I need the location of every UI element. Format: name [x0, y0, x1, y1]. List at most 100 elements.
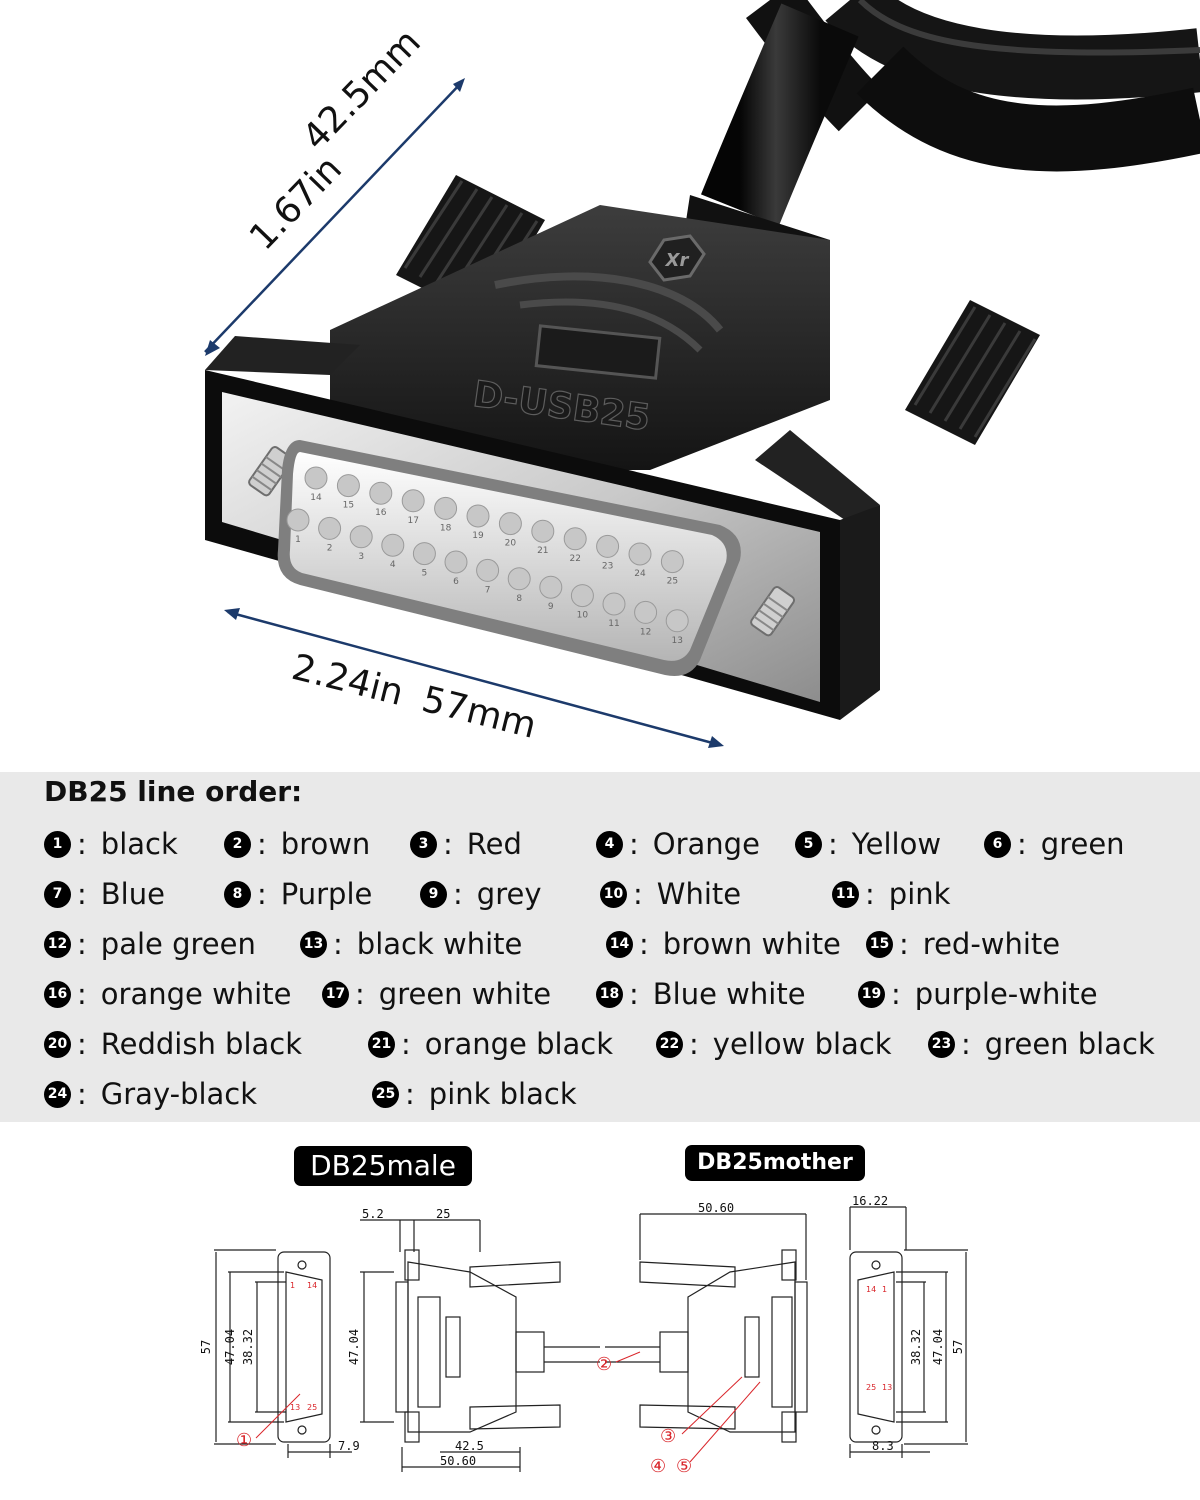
brand-mark: Xr — [665, 250, 690, 271]
dim-mother-height: 57 — [951, 1340, 965, 1354]
dim-mother-length: 50.60 — [698, 1201, 734, 1215]
wire-color-label: purple-white — [914, 977, 1098, 1011]
pin-hole — [369, 481, 393, 505]
dim-flange: 5.2 — [362, 1207, 384, 1221]
mother-front-dims: 16.22 38.32 47.04 57 8.3 14 1 25 13 — [852, 1194, 965, 1453]
pin-number: 18 — [440, 523, 452, 533]
dim-male-height: 57 — [199, 1340, 213, 1354]
pin-hole — [634, 600, 658, 624]
line-order-item: 10:White — [600, 877, 741, 911]
pin-label-13: 13 — [290, 1403, 300, 1412]
separator: : — [899, 927, 909, 961]
pin-number-badge: 16 — [44, 980, 71, 1008]
separator: : — [891, 977, 901, 1011]
pin-number: 11 — [608, 619, 619, 629]
pin-label-m1: 1 — [882, 1285, 887, 1294]
pin-hole — [466, 504, 490, 528]
pin-number: 6 — [453, 577, 459, 587]
pin-number: 22 — [569, 554, 580, 564]
pin-hole — [304, 466, 328, 490]
separator: : — [633, 877, 643, 911]
wire-color-label: Orange — [652, 827, 760, 861]
male-side-view — [360, 1219, 600, 1472]
separator: : — [333, 927, 343, 961]
line-order-item: 16:orange white — [44, 977, 291, 1011]
connector-illustration: Xr D-USB25 — [204, 0, 1200, 748]
wire-color-label: red-white — [922, 927, 1061, 961]
wire-color-label: black white — [356, 927, 523, 961]
wire-color-label: Gray-black — [100, 1077, 258, 1111]
separator: : — [629, 827, 639, 861]
pin-number-badge: 15 — [866, 930, 893, 958]
pin-hole — [318, 516, 342, 540]
separator: : — [639, 927, 649, 961]
pin-number-badge: 9 — [420, 880, 447, 908]
callout-leaders — [255, 1351, 761, 1463]
line-order-item: 1:black — [44, 827, 178, 861]
dim-mother-inner2: 38.32 — [909, 1329, 923, 1365]
wire-color-label: Purple — [280, 877, 373, 911]
pin-hole — [401, 489, 425, 513]
pin-label-25: 25 — [307, 1403, 317, 1412]
wire-color-label: orange black — [424, 1027, 614, 1061]
pin-label-m14: 14 — [866, 1285, 876, 1294]
connector-hood: Xr D-USB25 — [330, 205, 830, 470]
separator: : — [1017, 827, 1027, 861]
pin-number: 1 — [295, 535, 301, 545]
line-order-item: 17:green white — [322, 977, 551, 1011]
line-order-item: 8:Purple — [224, 877, 372, 911]
line-order-item: 3:Red — [410, 827, 522, 861]
dim-mother-depth: 8.3 — [872, 1439, 894, 1453]
pin-number-badge: 14 — [606, 930, 633, 958]
pin-label-1: 1 — [290, 1281, 295, 1290]
line-order-item: 7:Blue — [44, 877, 165, 911]
separator: : — [629, 977, 639, 1011]
male-front-view — [214, 1249, 352, 1458]
pin-number: 4 — [390, 560, 396, 570]
callout-2: ② — [596, 1354, 612, 1375]
separator: : — [355, 977, 365, 1011]
wire-color-label: green — [1040, 827, 1125, 861]
pin-number-badge: 19 — [858, 980, 885, 1008]
pin-number: 25 — [667, 577, 678, 587]
line-order-item: 9:grey — [420, 877, 541, 911]
pin-number: 5 — [422, 569, 428, 579]
pin-label-m13: 13 — [882, 1383, 892, 1392]
pin-number-badge: 5 — [795, 830, 822, 858]
pin-number-badge: 12 — [44, 930, 71, 958]
wire-color-label: green black — [984, 1027, 1155, 1061]
pin-number: 13 — [671, 636, 682, 646]
pin-number: 23 — [602, 561, 613, 571]
pin-number: 21 — [537, 546, 548, 556]
pin-hole — [602, 592, 626, 616]
pin-number: 12 — [640, 627, 651, 637]
technical-drawings: DB25male DB25mother — [0, 1122, 1200, 1500]
separator: : — [689, 1027, 699, 1061]
separator: : — [828, 827, 838, 861]
line-order-item: 12:pale green — [44, 927, 256, 961]
line-order-item: 20:Reddish black — [44, 1027, 302, 1061]
callout-4: ④ — [650, 1456, 666, 1477]
mother-side-dims: 50.60 — [698, 1201, 734, 1215]
pin-number-badge: 2 — [224, 830, 251, 858]
line-order-item: 4:Orange — [596, 827, 760, 861]
pin-hole — [507, 567, 531, 591]
dim-side-height: 47.04 — [347, 1329, 361, 1365]
dsub-shell: 1415161718192021222324251234567891011121… — [277, 440, 741, 676]
separator: : — [865, 877, 875, 911]
pin-number: 7 — [485, 585, 491, 595]
pin-hole — [665, 609, 689, 633]
line-order-item: 2:brown — [224, 827, 370, 861]
wire-color-label: green white — [378, 977, 552, 1011]
wire-color-label: pale green — [100, 927, 256, 961]
pin-number: 15 — [343, 501, 354, 511]
pin-hole — [349, 525, 373, 549]
pin-hole — [660, 550, 684, 574]
wire-color-label: brown white — [662, 927, 841, 961]
line-order-item: 15: red-white — [866, 927, 1060, 961]
wire-color-label: Blue — [100, 877, 165, 911]
wire-color-label: black — [100, 827, 178, 861]
line-order-item: 25:pink black — [372, 1077, 577, 1111]
line-order-item: 6:green — [984, 827, 1125, 861]
pin-hole — [286, 508, 310, 532]
